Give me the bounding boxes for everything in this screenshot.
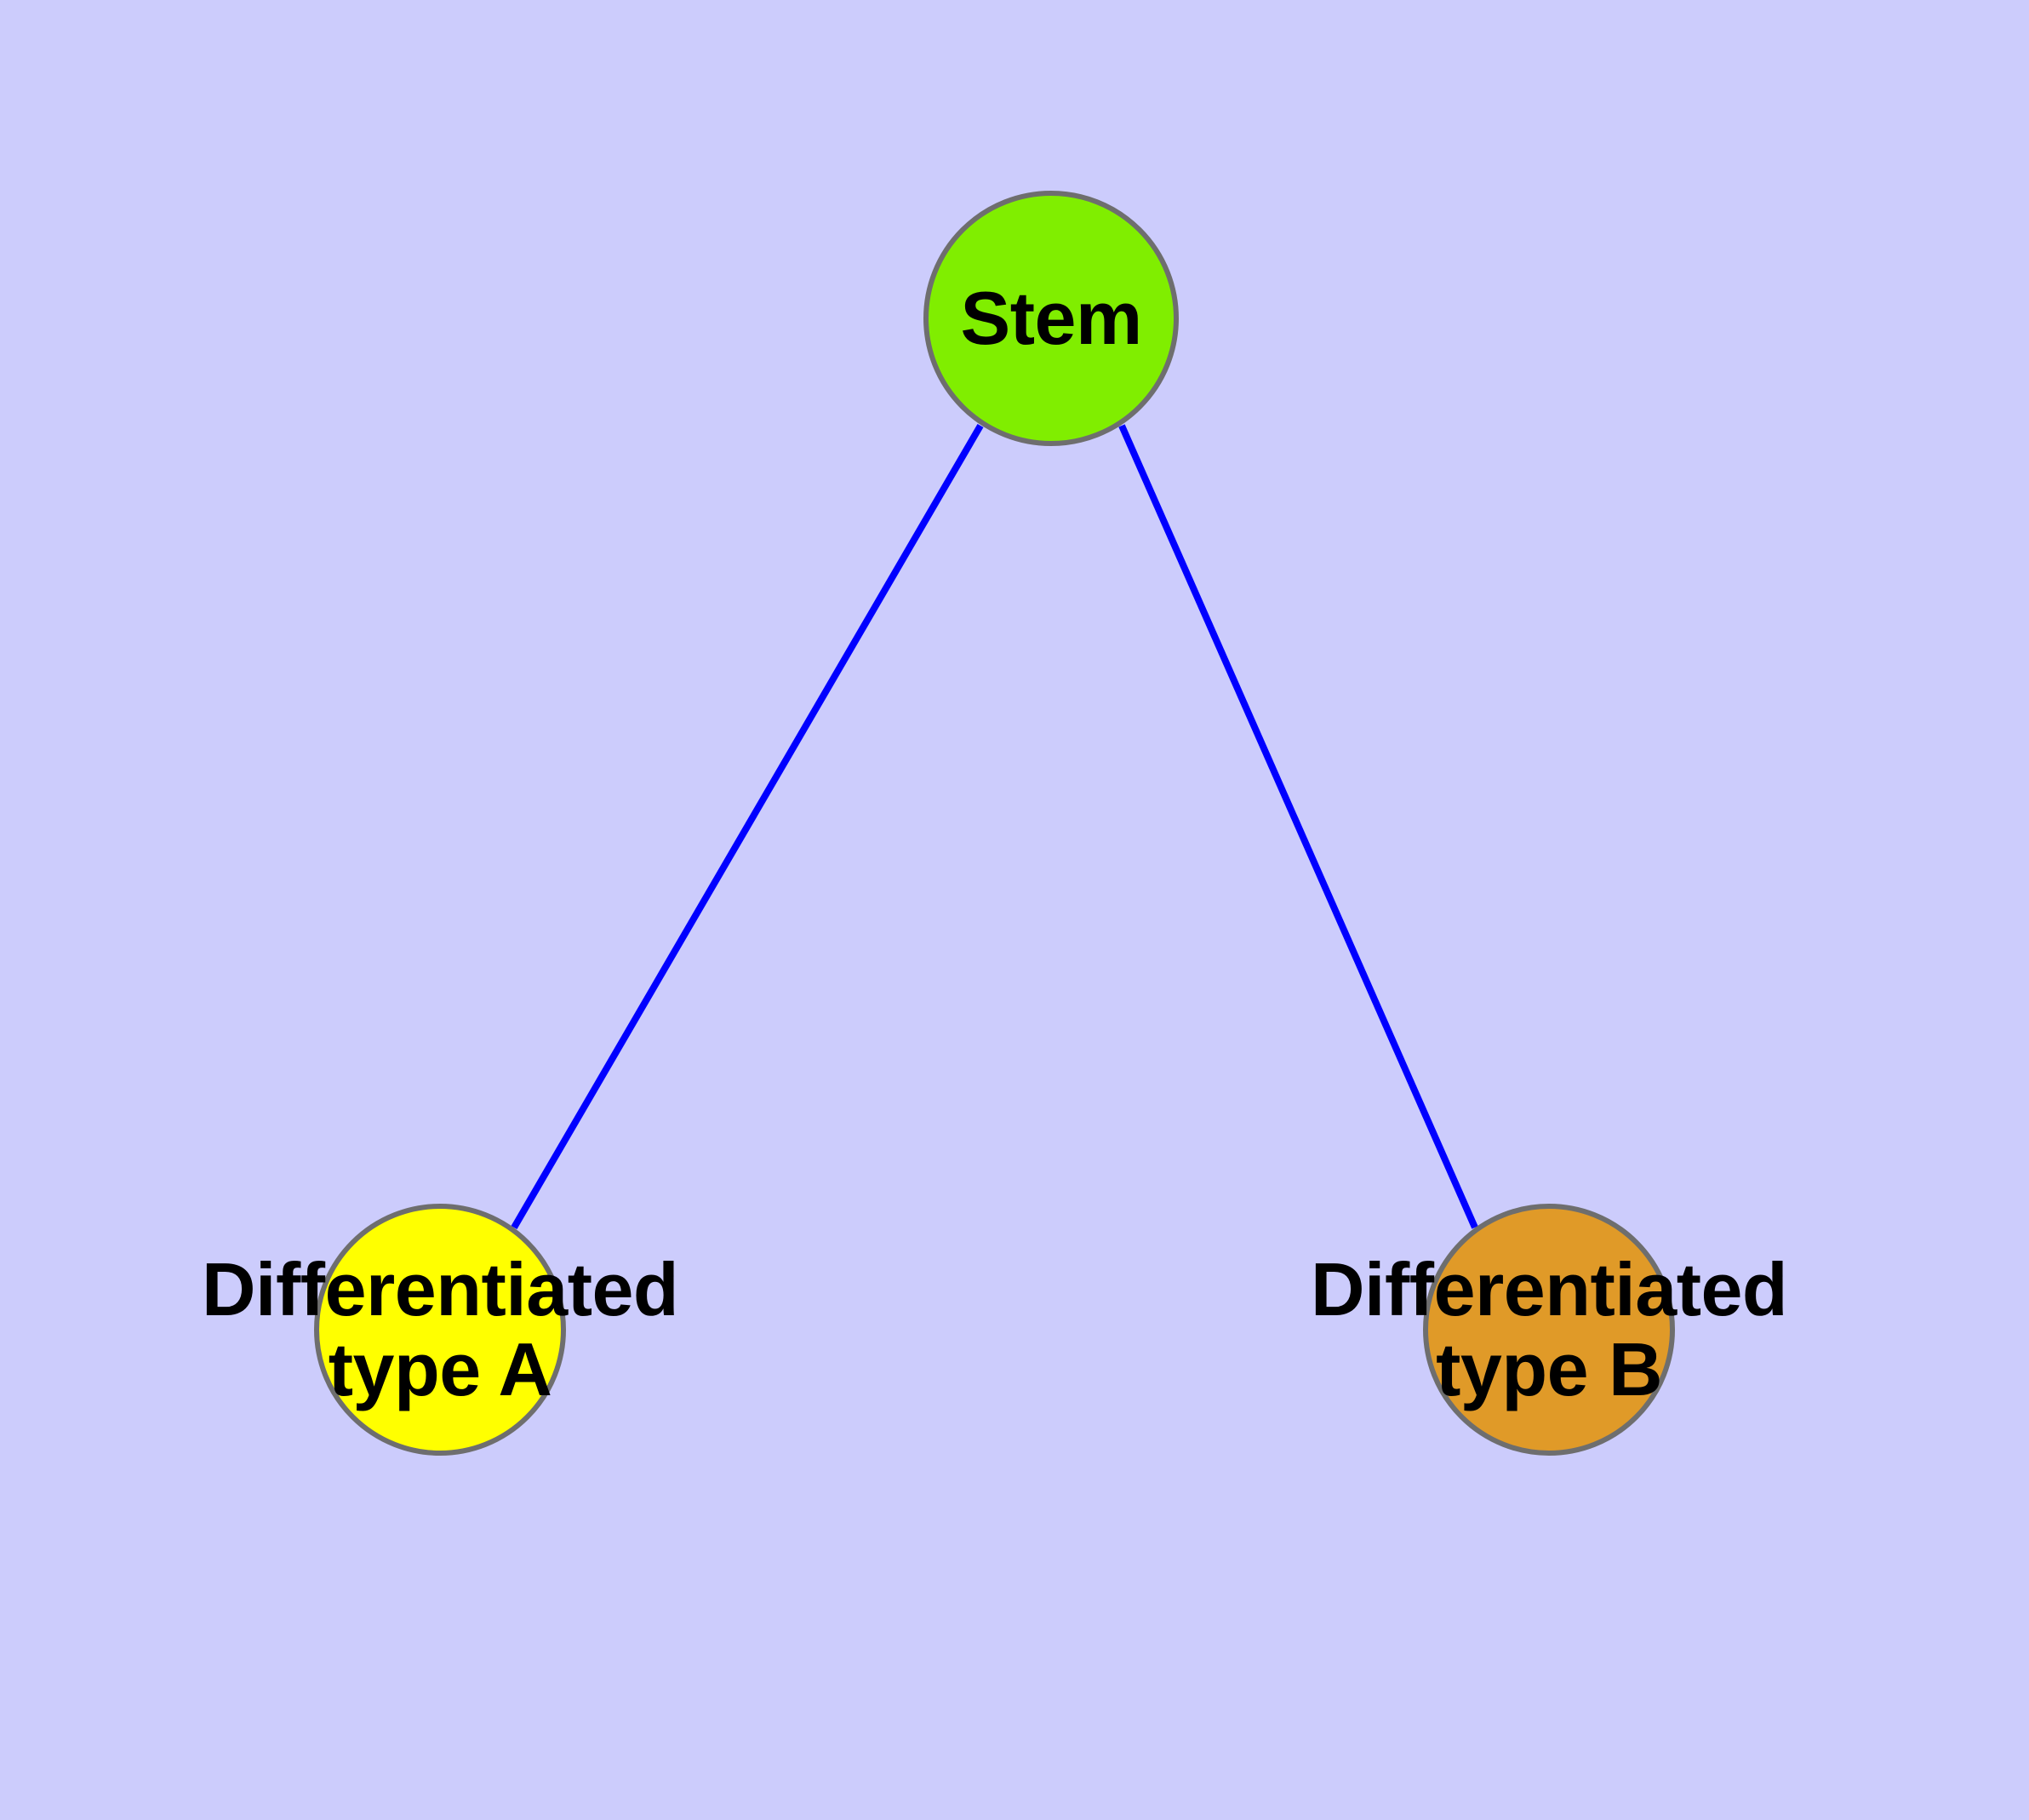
graph-edge-stem-diff_b [1118, 424, 1478, 1229]
graph-node-diff_a[interactable] [314, 1204, 566, 1456]
graph-edge-stem-diff_a [511, 423, 984, 1230]
graph-node-stem[interactable] [923, 191, 1179, 446]
edges-group [511, 423, 1478, 1230]
graph-node-diff_b[interactable] [1423, 1204, 1675, 1456]
